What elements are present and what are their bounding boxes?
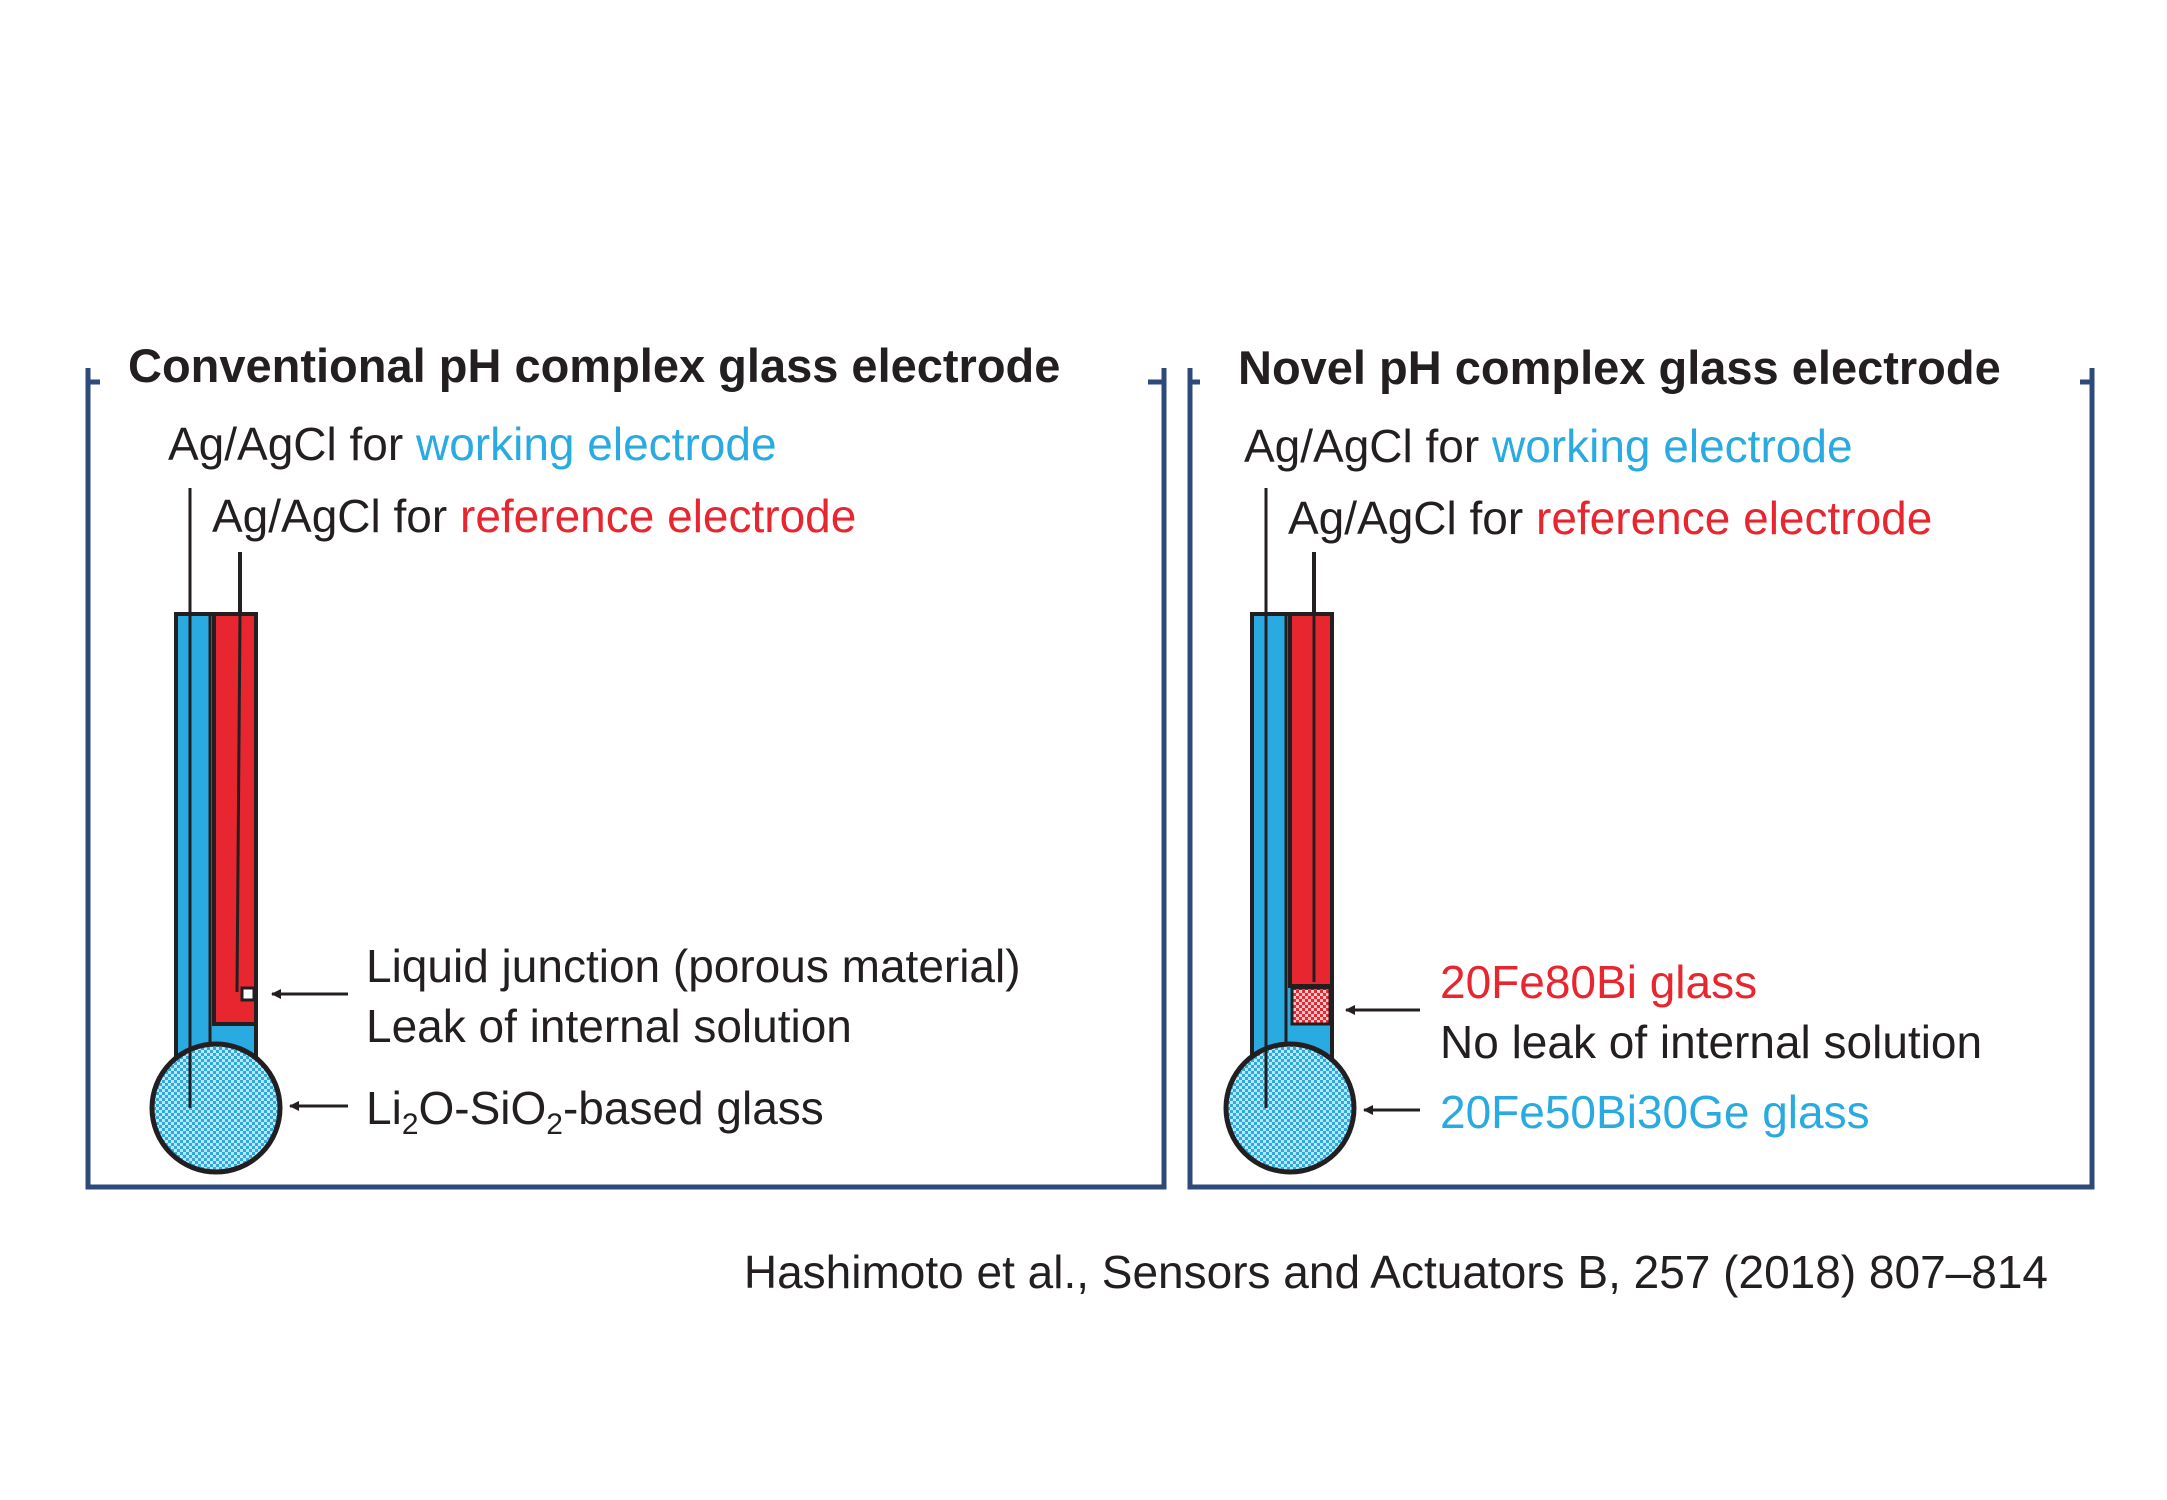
right-electrode	[1223, 488, 1357, 1175]
right-reference-label: Ag/AgCl for reference electrode	[1288, 492, 1932, 544]
left-panel-title: Conventional pH complex glass electrode	[128, 339, 1060, 392]
left-panel: Conventional pH complex glass electrode …	[85, 339, 1167, 1190]
left-electrode	[149, 488, 283, 1175]
left-glass-bulb	[149, 1041, 283, 1175]
left-leak-label: Leak of internal solution	[366, 1000, 852, 1052]
citation: Hashimoto et al., Sensors and Actuators …	[744, 1246, 2048, 1298]
left-glass-label: Li2O-SiO2-based glass	[366, 1082, 824, 1141]
right-glass-label: 20Fe50Bi30Ge glass	[1440, 1086, 1870, 1138]
right-leak-label: No leak of internal solution	[1440, 1016, 1982, 1068]
left-reference-label: Ag/AgCl for reference electrode	[212, 490, 856, 542]
right-working-label: Ag/AgCl for working electrode	[1244, 420, 1853, 472]
left-junction	[240, 986, 256, 1002]
right-glass-bulb	[1223, 1041, 1357, 1175]
left-working-label: Ag/AgCl for working electrode	[168, 418, 777, 470]
right-reference-glass-plug	[1290, 986, 1332, 1026]
right-junction-label: 20Fe80Bi glass	[1440, 956, 1757, 1008]
right-panel: Novel pH complex glass electrode Ag/AgCl…	[1187, 341, 2095, 1190]
left-junction-label: Liquid junction (porous material)	[366, 940, 1021, 992]
right-panel-title: Novel pH complex glass electrode	[1238, 341, 2001, 394]
